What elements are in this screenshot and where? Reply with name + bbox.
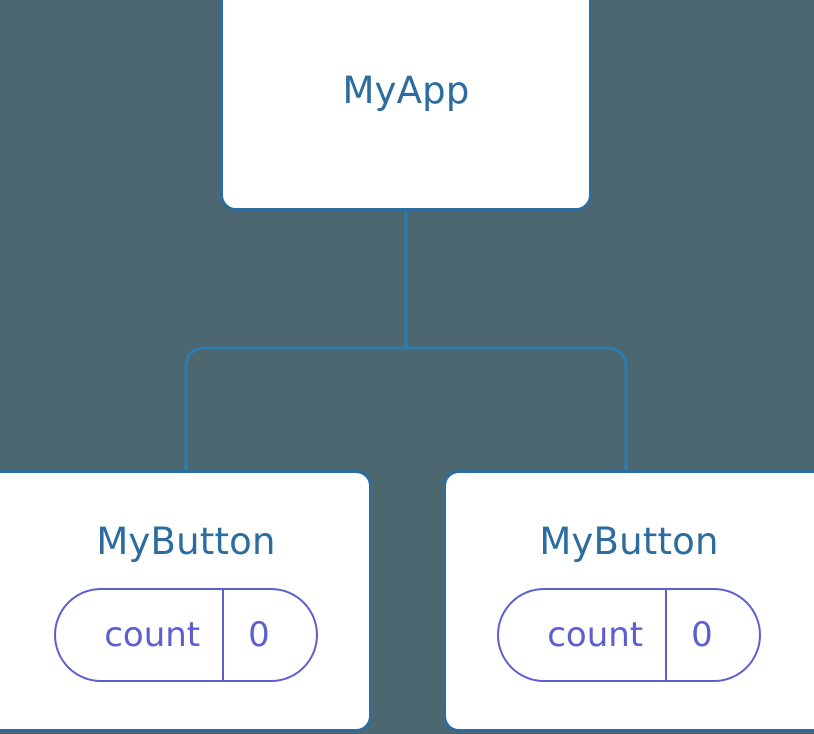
state-badge[interactable]: count 0 — [54, 588, 318, 682]
node-title: MyApp — [342, 69, 470, 112]
edge-branch-right — [406, 346, 628, 474]
node-title: MyButton — [539, 520, 719, 563]
state-divider — [222, 590, 225, 680]
state-key-label: count — [104, 615, 201, 655]
state-value-label: 0 — [248, 615, 270, 655]
state-key-label: count — [547, 615, 644, 655]
tree-node-child[interactable]: MyButton count 0 — [443, 470, 814, 732]
tree-node-root[interactable]: MyApp — [220, 0, 592, 211]
state-value-label: 0 — [691, 615, 713, 655]
edge-branch-left — [184, 346, 406, 474]
state-badge[interactable]: count 0 — [497, 588, 761, 682]
tree-node-child[interactable]: MyButton count 0 — [0, 470, 372, 732]
state-divider — [665, 590, 668, 680]
node-title: MyButton — [96, 520, 276, 563]
